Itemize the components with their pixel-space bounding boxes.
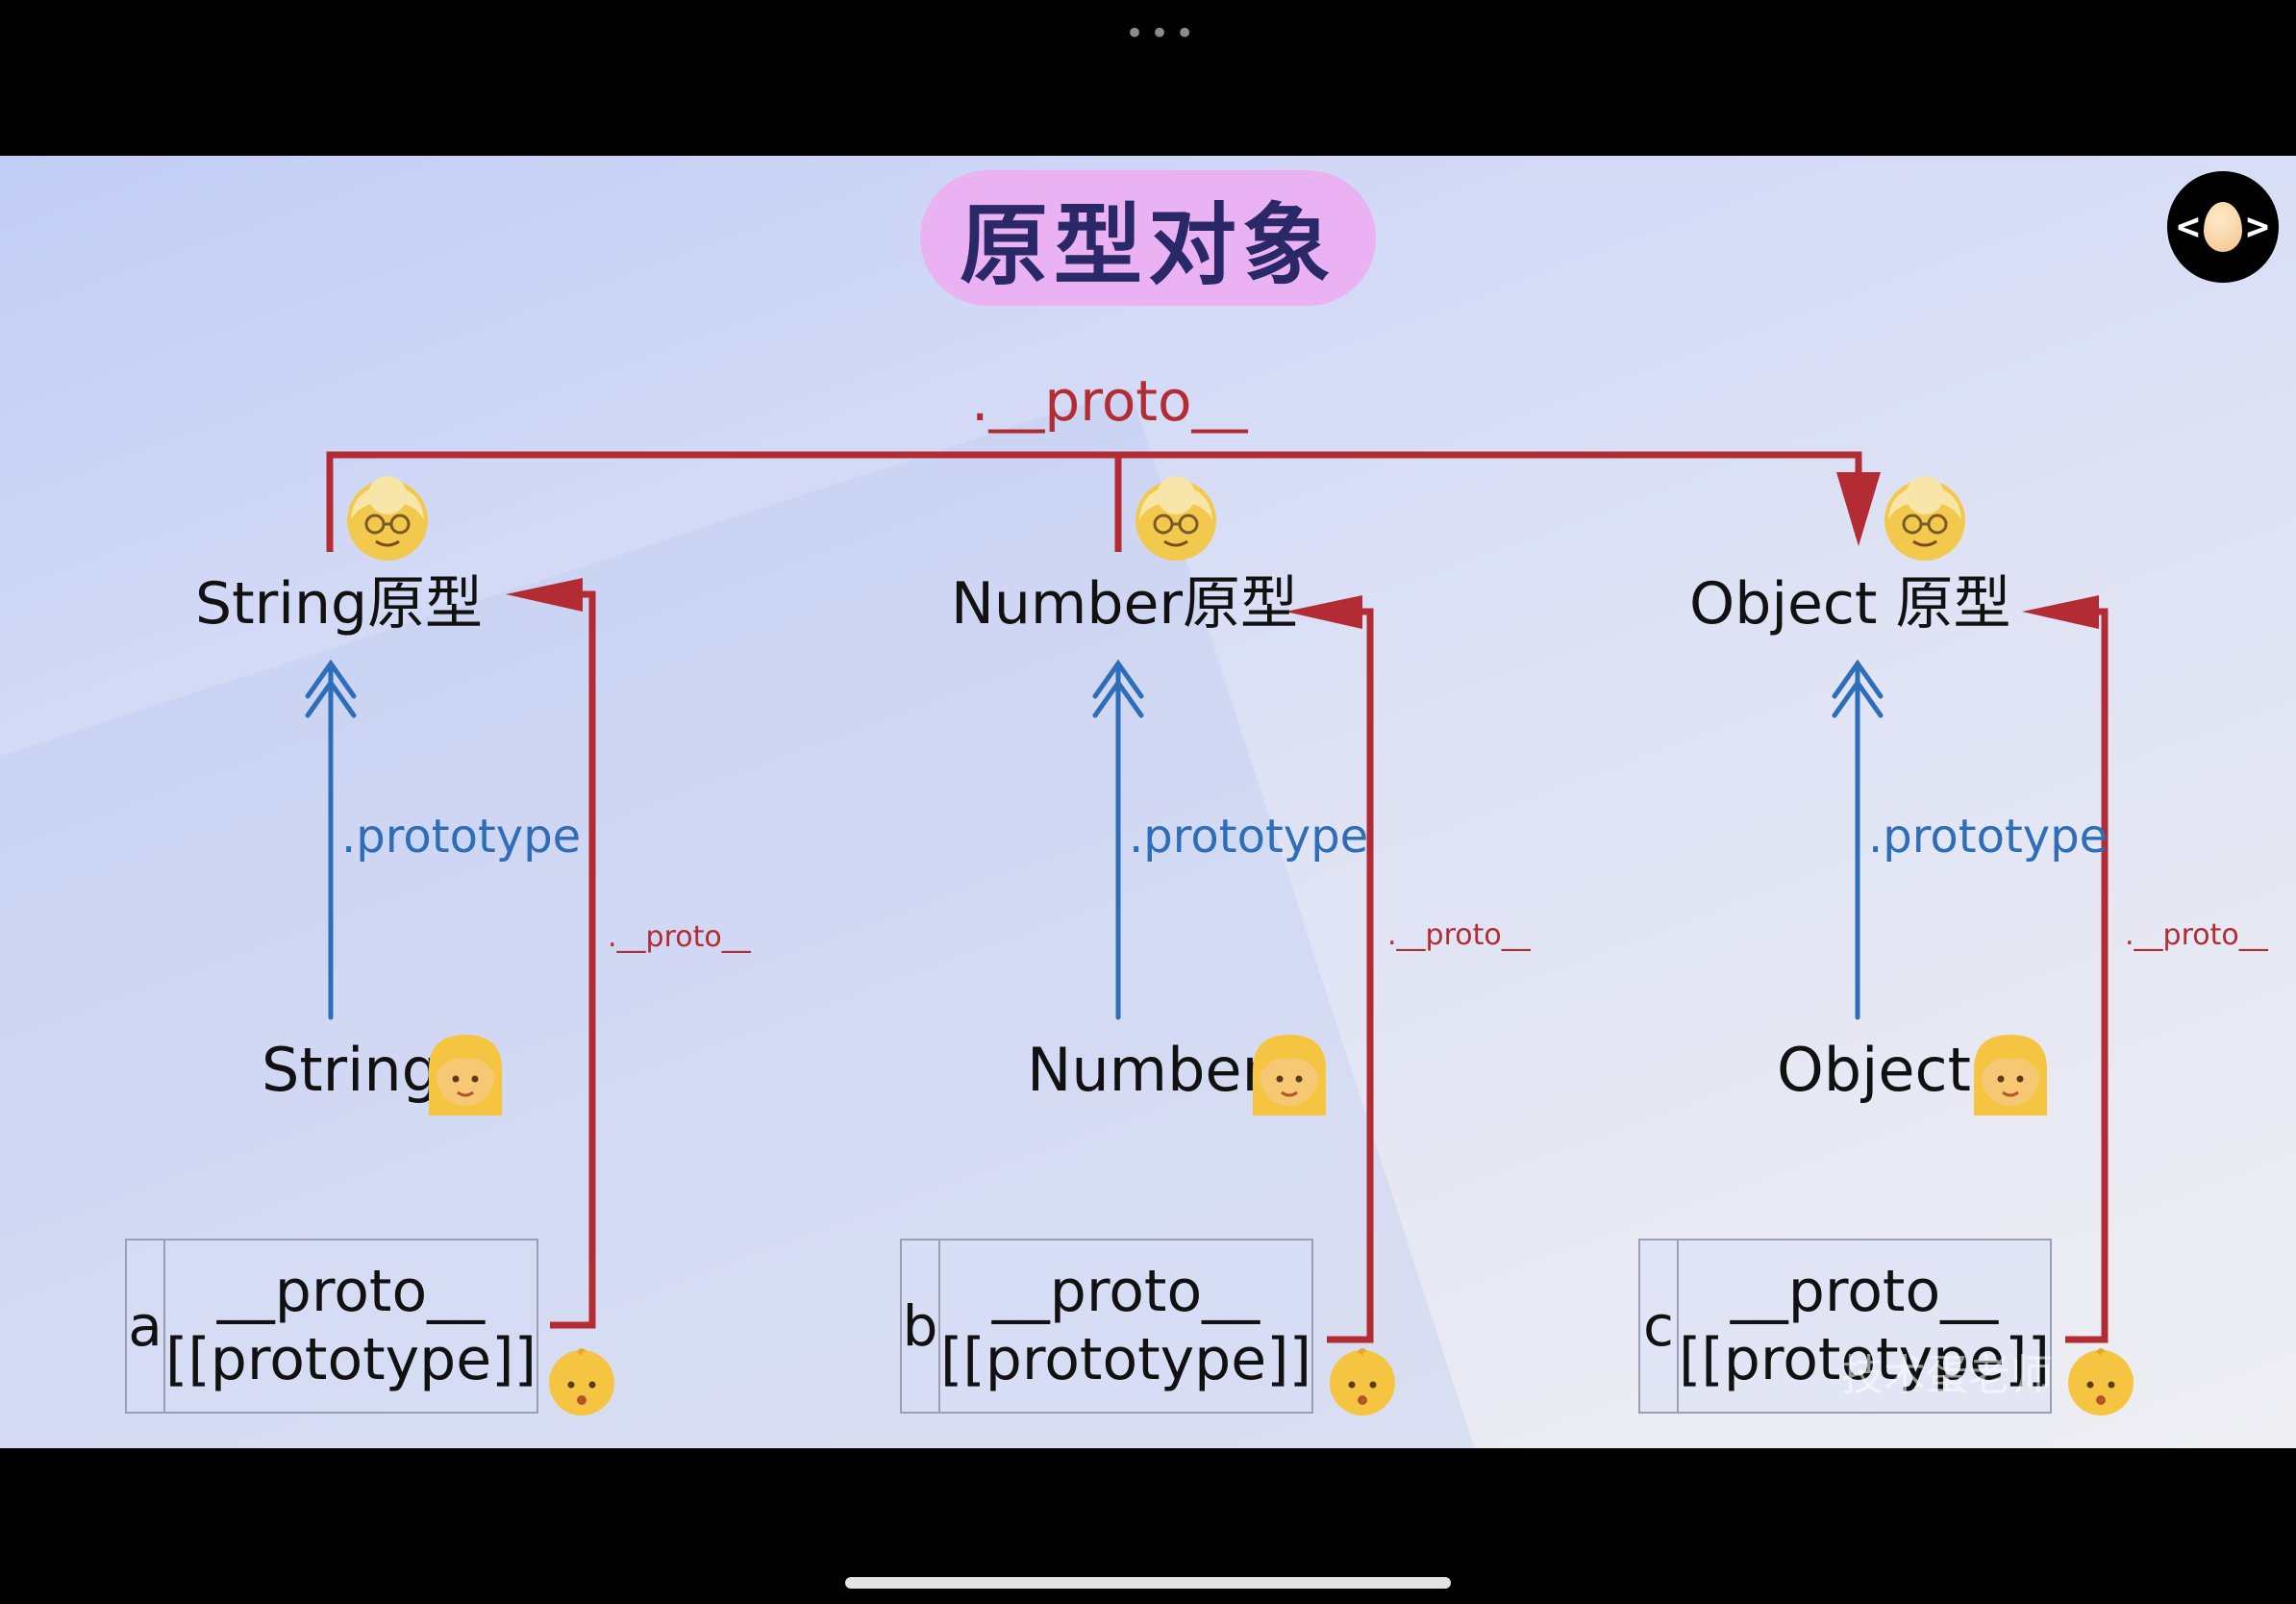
older-woman-icon xyxy=(1881,476,1969,568)
object-constructor-name: Object xyxy=(1777,1035,1971,1105)
slide xyxy=(0,156,2296,1448)
woman-icon xyxy=(1247,1031,1332,1119)
top-bar: ••• xyxy=(0,0,2296,156)
prototype-slot-field: [[prototype]] xyxy=(1678,1326,2050,1393)
number-side-proto-label: .__proto__ xyxy=(1387,918,1531,952)
instance-box-a: a __proto__ [[prototype]] xyxy=(125,1239,538,1414)
older-woman-icon xyxy=(343,476,432,568)
object-side-proto-label: .__proto__ xyxy=(2125,918,2268,952)
watermark: 技术蛋老师 xyxy=(1841,1351,2053,1400)
home-indicator[interactable] xyxy=(845,1577,1451,1589)
proto-field: __proto__ xyxy=(991,1258,1260,1326)
egg-logo-icon: <> xyxy=(2167,171,2279,283)
instance-var-name: a xyxy=(127,1241,165,1412)
prototype-slot-field: [[prototype]] xyxy=(164,1326,537,1393)
number-prototype-name: Number原型 xyxy=(951,570,1299,638)
instance-box-c: c __proto__ [[prototype]] xyxy=(1638,1239,2052,1414)
proto-field: __proto__ xyxy=(216,1258,486,1326)
string-prototype-link-label: .prototype xyxy=(341,810,582,864)
object-prototype-name: Object 原型 xyxy=(1689,570,2011,638)
title-pill: 原型对象 xyxy=(920,170,1376,306)
string-prototype-name: String原型 xyxy=(195,570,484,638)
number-constructor-name: Number xyxy=(1027,1035,1267,1105)
top-proto-label: .__proto__ xyxy=(971,368,1248,434)
instance-var-name: b xyxy=(902,1241,940,1412)
baby-icon xyxy=(1325,1342,1400,1421)
object-prototype-link-label: .prototype xyxy=(1868,810,2109,864)
string-constructor-name: String xyxy=(262,1035,440,1105)
older-woman-icon xyxy=(1132,476,1220,568)
instance-var-name: c xyxy=(1640,1241,1679,1412)
baby-icon xyxy=(544,1342,619,1421)
more-dots-icon[interactable]: ••• xyxy=(1125,14,1201,53)
proto-field: __proto__ xyxy=(1730,1258,1999,1326)
page-title: 原型对象 xyxy=(959,194,1336,297)
baby-icon xyxy=(2063,1342,2138,1421)
prototype-slot-field: [[prototype]] xyxy=(939,1326,1311,1393)
instance-box-b: b __proto__ [[prototype]] xyxy=(900,1239,1313,1414)
string-side-proto-label: .__proto__ xyxy=(608,920,751,954)
woman-icon xyxy=(1968,1031,2053,1119)
number-prototype-link-label: .prototype xyxy=(1129,810,1369,864)
woman-icon xyxy=(423,1031,508,1119)
